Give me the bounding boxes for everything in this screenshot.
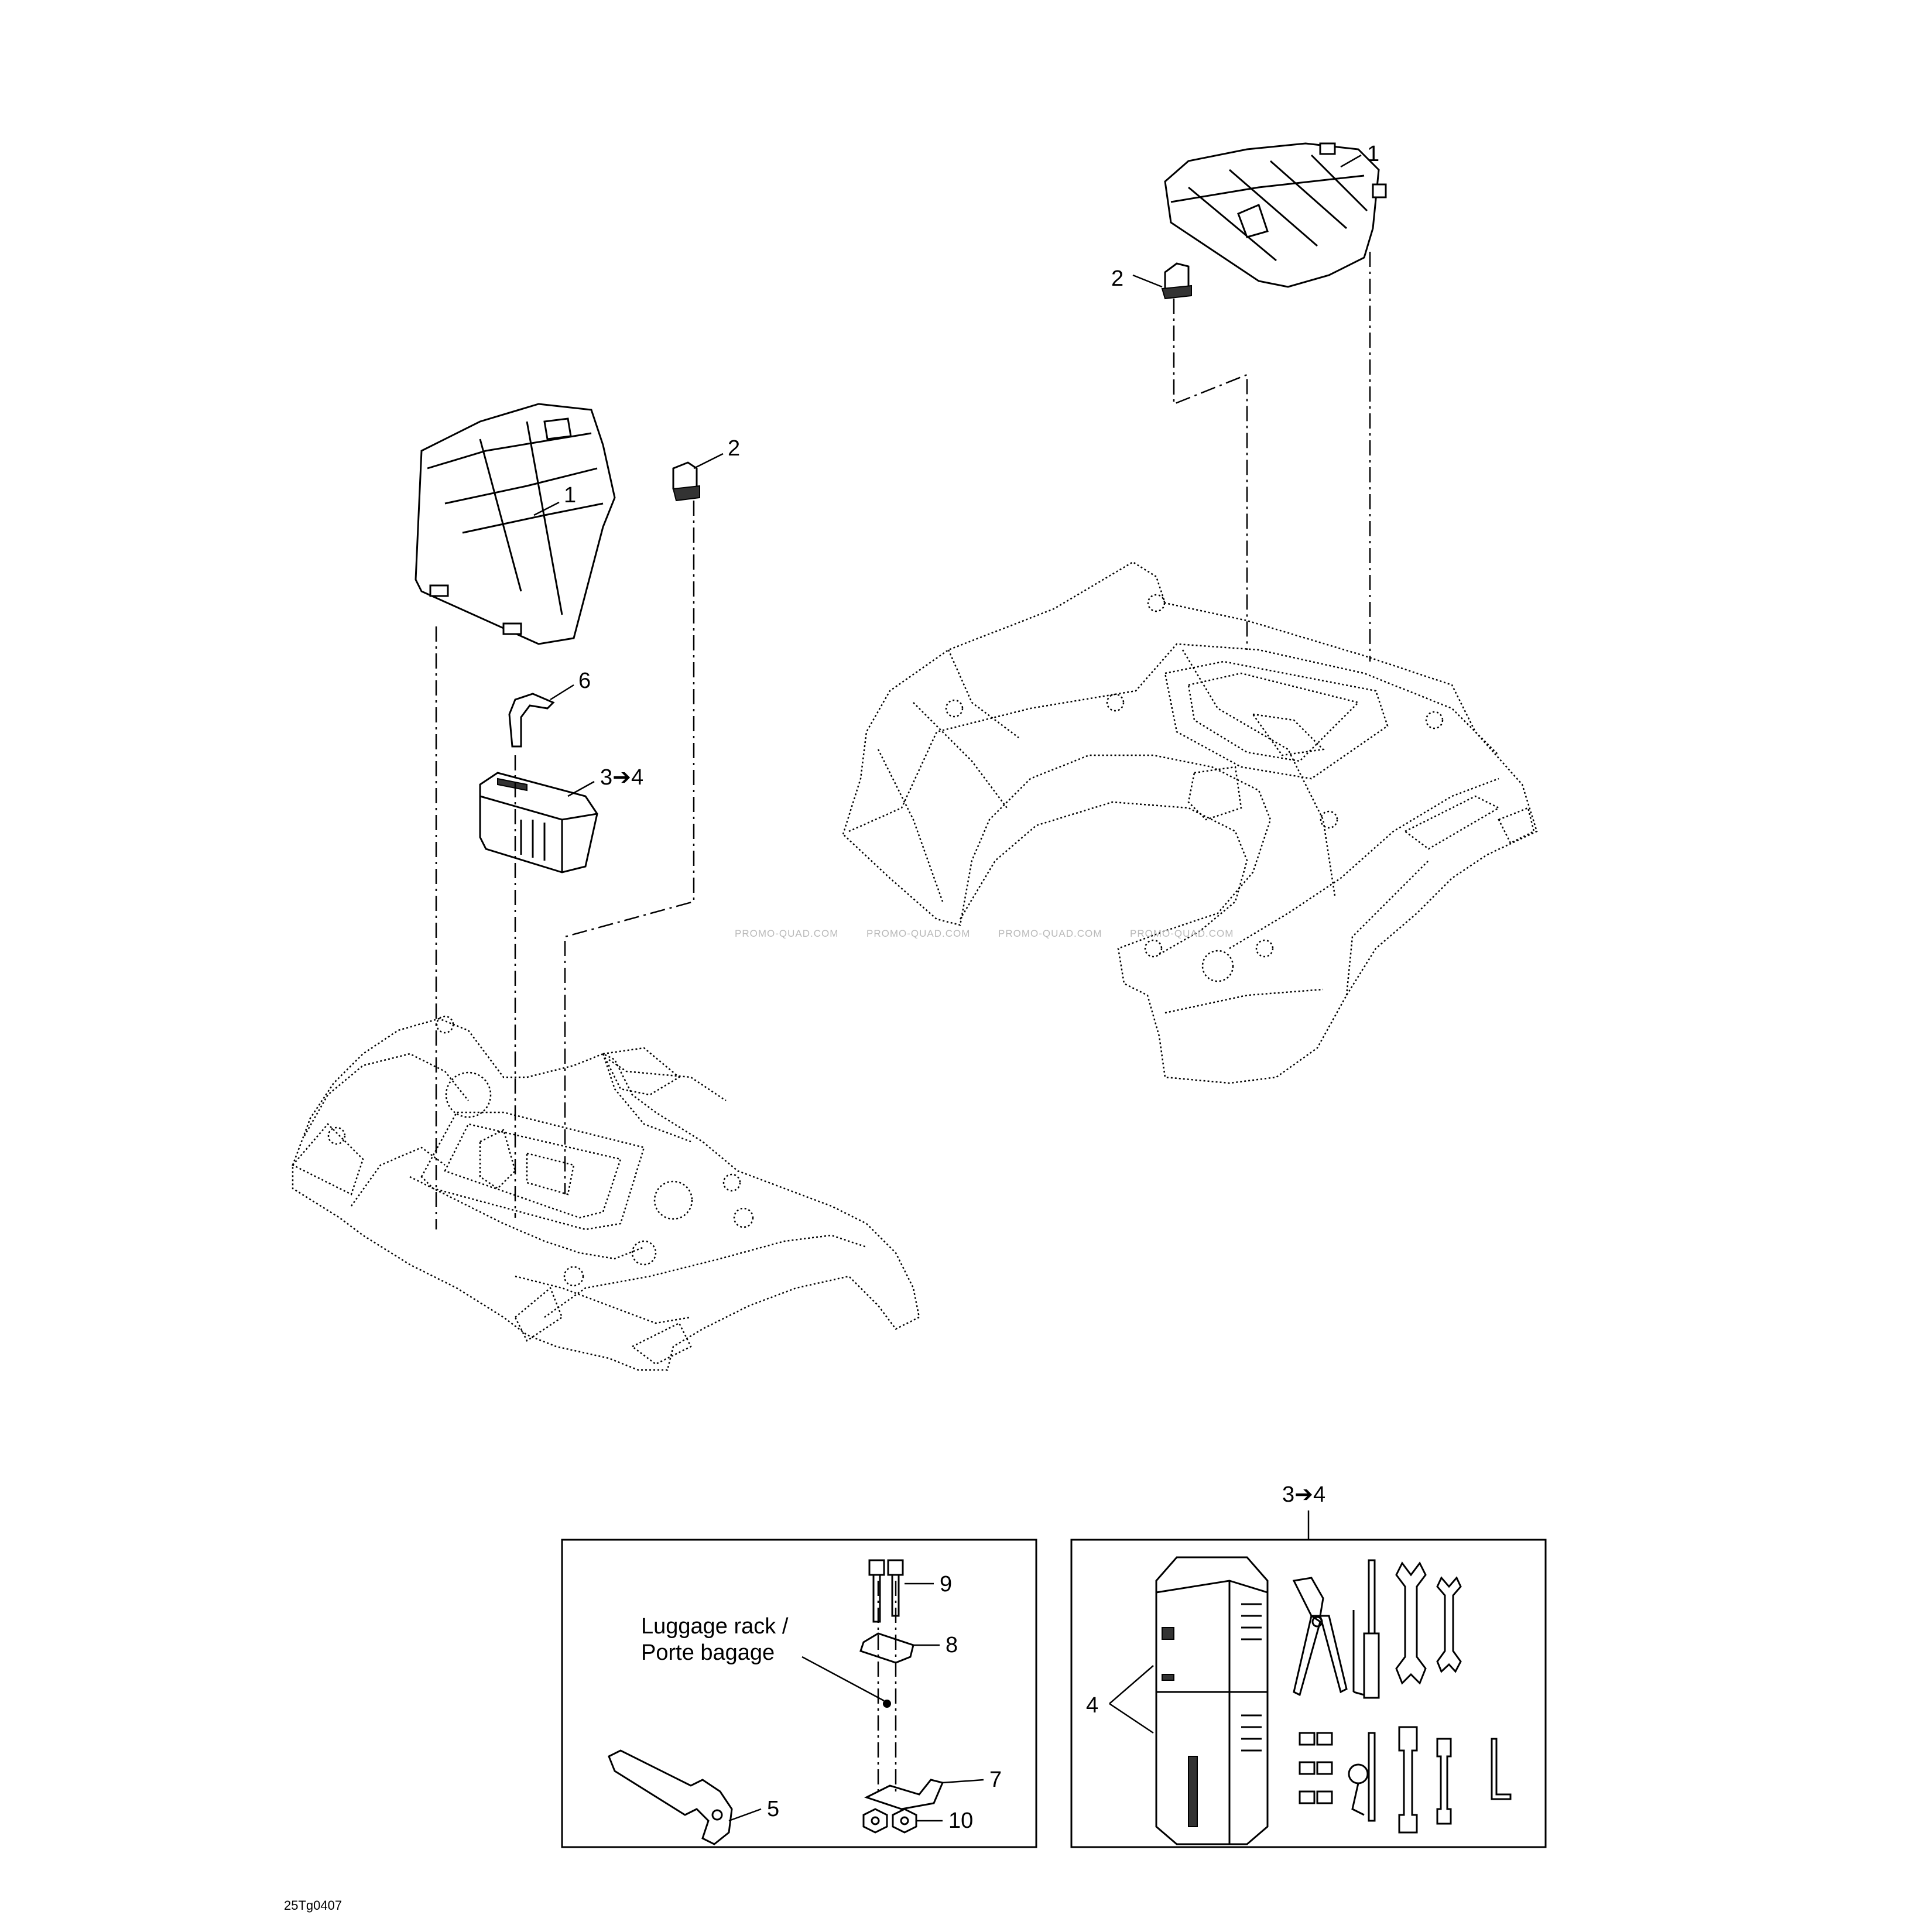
bolts bbox=[868, 1559, 904, 1623]
luggage-rack-inset-frame bbox=[561, 1539, 1037, 1848]
callout-2-right: 2 bbox=[1111, 266, 1123, 291]
front-fender-assembly bbox=[292, 403, 920, 1371]
watermark-2: PROMO-QUAD.COM bbox=[866, 928, 970, 939]
callout-3-4-box: 3➔4 bbox=[1282, 1482, 1325, 1507]
wrench bbox=[608, 1749, 733, 1845]
latch-right bbox=[1161, 262, 1192, 300]
callout-7: 7 bbox=[989, 1767, 1002, 1792]
callout-10: 10 bbox=[948, 1808, 973, 1833]
callout-2-left: 2 bbox=[728, 436, 740, 461]
socket-wrench-icon bbox=[1398, 1726, 1452, 1834]
hex-key-icon bbox=[1491, 1738, 1512, 1800]
watermark-1: PROMO-QUAD.COM bbox=[735, 928, 838, 939]
screwdriver-icon bbox=[1352, 1559, 1380, 1699]
open-wrench-small-icon bbox=[1436, 1576, 1462, 1673]
storage-lid-right bbox=[1164, 142, 1387, 288]
pliers-icon bbox=[1292, 1577, 1348, 1697]
callout-1-right: 1 bbox=[1367, 142, 1379, 166]
luggage-rack-label-line1: Luggage rack / bbox=[641, 1614, 789, 1639]
open-wrench-icon bbox=[1395, 1561, 1427, 1685]
luggage-rack-label-line2: Porte bagage bbox=[641, 1640, 775, 1665]
watermark-row: PROMO-QUAD.COM PROMO-QUAD.COM PROMO-QUAD… bbox=[735, 928, 1234, 939]
callout-1-left: 1 bbox=[564, 483, 576, 508]
callout-5: 5 bbox=[767, 1797, 779, 1821]
callout-8: 8 bbox=[946, 1633, 958, 1657]
watermark-3: PROMO-QUAD.COM bbox=[998, 928, 1102, 939]
reference-code: 25Tg0407 bbox=[284, 1898, 342, 1913]
callout-9: 9 bbox=[940, 1572, 952, 1597]
callout-6: 6 bbox=[578, 669, 591, 693]
spark-plug-tool-icon bbox=[1348, 1732, 1376, 1822]
bracket bbox=[864, 1779, 944, 1810]
tool-kit-left bbox=[479, 772, 598, 873]
callout-3-4-left: 3➔4 bbox=[600, 765, 643, 790]
rear-fender-assembly bbox=[842, 142, 1538, 1084]
front-fender-body bbox=[292, 1015, 920, 1371]
watermark-4: PROMO-QUAD.COM bbox=[1130, 928, 1234, 939]
plate bbox=[859, 1632, 914, 1664]
nuts bbox=[862, 1808, 917, 1834]
storage-lid-left bbox=[415, 403, 616, 645]
fuses-icon bbox=[1299, 1732, 1333, 1804]
strap bbox=[508, 693, 555, 748]
latch-left bbox=[672, 461, 700, 502]
tool-case bbox=[1155, 1556, 1269, 1845]
luggage-rack-inset: Luggage rack / Porte bagage 9 8 7 5 10 bbox=[561, 1539, 1037, 1848]
callout-4: 4 bbox=[1086, 1693, 1098, 1718]
callouts-upper: 1 2 1 2 6 3➔4 bbox=[533, 142, 1379, 797]
luggage-rack-reference-dot bbox=[883, 1700, 891, 1708]
rear-fender-body bbox=[842, 561, 1538, 1084]
tool-kit-inset: 3➔4 4 bbox=[1070, 1482, 1547, 1848]
